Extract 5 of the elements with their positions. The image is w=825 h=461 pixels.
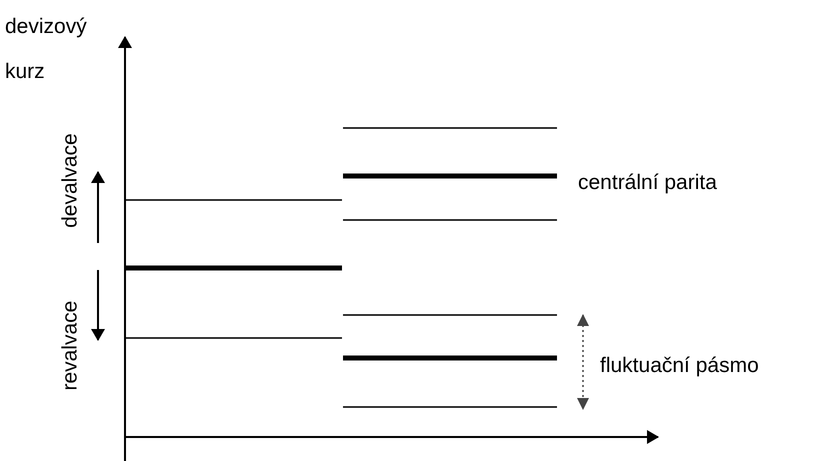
- movement-label: revalvace: [57, 300, 82, 390]
- line-label: fluktuační pásmo: [600, 353, 759, 378]
- line-label: centrální parita: [578, 170, 717, 196]
- axis-label: devizový kurz: [5, 14, 88, 85]
- movement-label: devalvace: [57, 132, 82, 228]
